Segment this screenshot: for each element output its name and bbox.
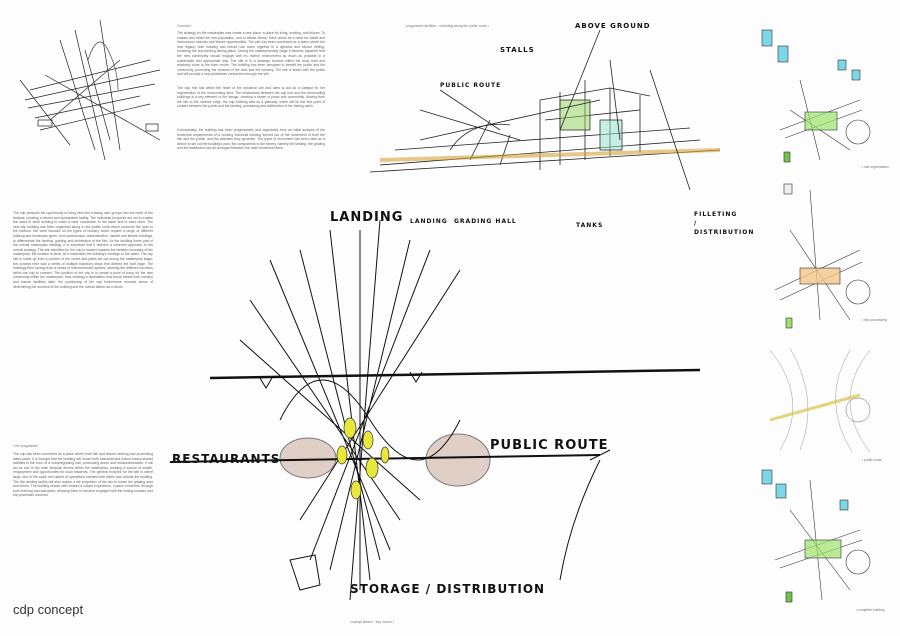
label-above-ground: ABOVE GROUND: [575, 22, 651, 30]
left-text-block: The cdp presents the opportunity to brin…: [13, 211, 153, 289]
concept-text-block-3: Conceptually, the building has been prog…: [177, 128, 325, 151]
diagram-caption-1: • site organisation: [862, 165, 889, 169]
label-restaurants: RESTAURANTS: [172, 452, 281, 466]
label-tanks: TANKS: [576, 222, 604, 229]
site-sketch: [19, 19, 161, 161]
sketch-caption: progressive facilities - unfolding along…: [406, 24, 489, 28]
diagram-caption-2: • fish processing: [862, 318, 887, 322]
label-storage-distribution: STORAGE / DISTRIBUTION: [350, 582, 546, 596]
board-title: cdp concept: [13, 602, 84, 617]
label-grading-hall: GRADING HALL: [454, 218, 517, 225]
label-landing-small: LANDING: [410, 218, 448, 225]
programme-heading: • the programme: [13, 444, 39, 448]
diagram-caption-3: • public route: [862, 458, 882, 462]
diagram-fish-processing: [774, 183, 871, 329]
programme-text-block: The cdp has been conceived as a place wh…: [13, 452, 153, 498]
diagram-site-organisation: [761, 29, 871, 163]
concept-text-block-2: The cdp hub sits within the heart of the…: [177, 86, 325, 109]
label-filleting-distribution: FILLETING / DISTRIBUTION: [694, 211, 755, 236]
label-stalls: STALLS: [500, 46, 535, 54]
concept-text-block: The strategy for the masterplan was crea…: [177, 31, 325, 77]
label-public-route: PUBLIC ROUTE: [490, 438, 609, 453]
label-public-route-small: PUBLIC ROUTE: [440, 82, 502, 89]
concept-sketch-caption: concept sketch - key moves •: [350, 620, 394, 624]
label-landing-main: LANDING: [330, 210, 404, 225]
diagram-public-route: [769, 347, 871, 453]
diagram-caption-4: • complete building: [856, 608, 885, 612]
concept-sketch: [169, 219, 701, 601]
perspective-sketch: [369, 29, 721, 191]
diagram-complete-building: [761, 469, 871, 603]
concept-heading: Concept •: [177, 24, 192, 28]
